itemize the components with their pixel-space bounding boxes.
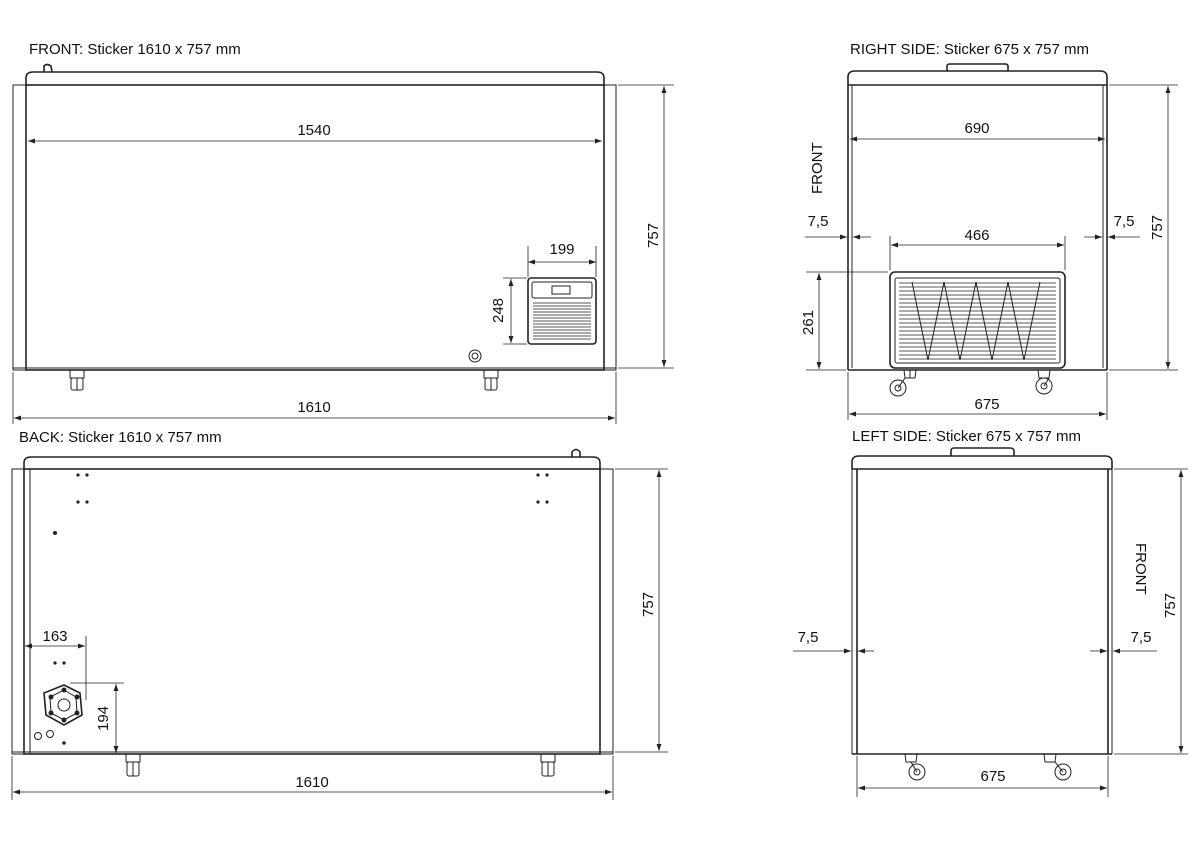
dim-front-total-width: 1610 — [297, 399, 330, 416]
right-title: RIGHT SIDE: Sticker 675 x 757 mm — [850, 41, 1089, 58]
dim-right-height: 757 — [1149, 215, 1166, 240]
dim-front-cooler-height: 248 — [490, 298, 507, 323]
dim-front-inner-width: 1540 — [297, 122, 330, 139]
right-vent-grille — [889, 271, 1066, 369]
left-orientation-label: FRONT — [1132, 543, 1149, 595]
dim-right-offset-right: 7,5 — [1114, 213, 1135, 230]
dim-back-offset-y: 194 — [95, 706, 112, 731]
back-drain-fitting-icon — [43, 684, 83, 726]
back-mounting-holes — [34, 473, 549, 745]
left-cabinet — [851, 447, 1113, 755]
dim-front-height: 757 — [645, 223, 662, 248]
front-cabinet — [12, 63, 617, 371]
front-cooler-grille — [533, 302, 591, 340]
right-grille-slats — [899, 282, 1056, 360]
left-title: LEFT SIDE: Sticker 675 x 757 mm — [852, 428, 1081, 445]
dim-left-bottom-width: 675 — [980, 768, 1005, 785]
dim-front-cooler-width: 199 — [549, 241, 574, 258]
front-lock-icon — [468, 349, 482, 363]
dim-right-bottom-width: 675 — [974, 396, 999, 413]
back-dimensions: 163 194 757 1610 — [11, 468, 668, 800]
left-dimensions: 7,5 7,5 757 675 — [793, 468, 1188, 797]
right-dimensions: 690 7,5 7,5 466 261 757 675 — [800, 84, 1178, 420]
front-caster-left — [69, 369, 85, 391]
back-cabinet — [11, 448, 614, 755]
dim-right-offset-left: 7,5 — [808, 213, 829, 230]
dim-back-offset-x: 163 — [42, 628, 67, 645]
right-view: RIGHT SIDE: Sticker 675 x 757 mm FRONT — [800, 41, 1178, 420]
right-caster-right — [1035, 369, 1053, 395]
dim-right-grille-width: 466 — [964, 227, 989, 244]
front-dimensions: 1540 199 248 757 1610 — [12, 84, 674, 424]
dim-back-total-width: 1610 — [295, 774, 328, 791]
left-view: LEFT SIDE: Sticker 675 x 757 mm FRONT — [793, 428, 1188, 797]
dim-left-height: 757 — [1162, 593, 1179, 618]
back-view: BACK: Sticker 1610 x 757 mm — [11, 429, 668, 800]
front-title: FRONT: Sticker 1610 x 757 mm — [29, 41, 241, 58]
back-title: BACK: Sticker 1610 x 757 mm — [19, 429, 222, 446]
right-caster-left — [889, 369, 917, 397]
dim-left-offset-right: 7,5 — [1131, 629, 1152, 646]
dim-right-grille-height: 261 — [800, 310, 817, 335]
front-cooling-unit — [527, 277, 597, 345]
left-caster-right — [1043, 753, 1072, 781]
front-caster-right — [483, 369, 499, 391]
dim-back-height: 757 — [640, 592, 657, 617]
front-view: FRONT: Sticker 1610 x 757 mm — [12, 41, 674, 424]
dim-left-offset-left: 7,5 — [798, 629, 819, 646]
right-orientation-label: FRONT — [809, 142, 826, 194]
back-caster-left — [125, 753, 141, 777]
right-cabinet — [847, 63, 1108, 371]
left-caster-left — [904, 753, 926, 781]
dim-right-top-width: 690 — [964, 120, 989, 137]
back-caster-right — [540, 753, 556, 777]
